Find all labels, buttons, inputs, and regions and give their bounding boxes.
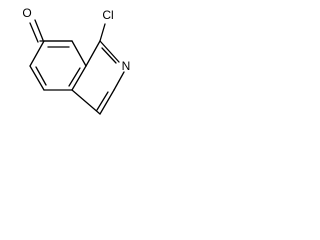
bond-n-c3 [113,71,125,91]
atom-chlorine: Cl [102,8,113,22]
bond-c5-c6-inner [35,66,47,86]
bond-c8a-c4a [71,65,87,91]
bond-aldehyde-c-o-2 [29,22,39,43]
atom-nitrogen: N [122,59,131,73]
bond-c8a-c1 [85,40,101,67]
bond-c5-c6 [29,65,45,91]
bond-c4-c4a [71,89,101,115]
bond-c1-cl [99,23,106,42]
bond-c1-n [99,40,120,63]
bond-c3-c4 [99,89,115,115]
bond-c8a-c4a-inner [68,67,81,87]
molecule-structure: O Cl N [22,6,131,115]
bond-aldehyde-c-o-1 [34,19,44,41]
bond-c1-n-inner [101,47,117,64]
atom-oxygen: O [22,6,31,20]
bond-c8-c8a [71,40,87,67]
bond-c3-c4-inner [96,91,109,111]
bond-c6-c7 [29,40,45,67]
